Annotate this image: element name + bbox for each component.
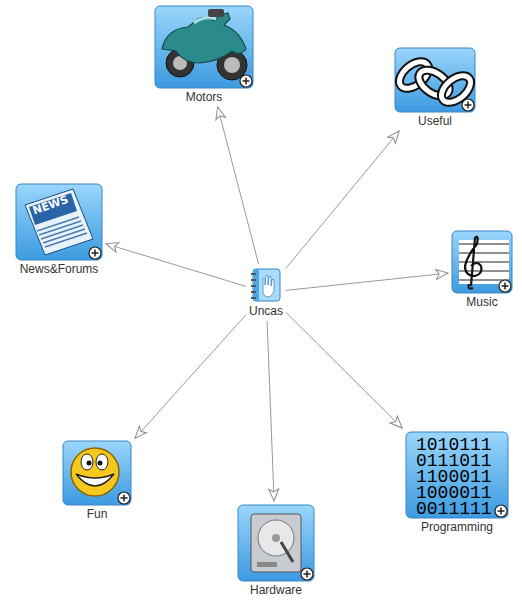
- arrow-connector: [267, 321, 274, 501]
- node-label: News&Forums: [20, 262, 99, 276]
- category-node: Hardware: [237, 504, 315, 597]
- binary-digits: 1010111 0111011 1100011 1000011 0011111: [416, 437, 496, 517]
- category-icon: [394, 47, 476, 113]
- arrow-connector: [286, 312, 402, 428]
- category-icon: [237, 504, 315, 582]
- category-node: Uncas: [249, 267, 283, 318]
- category-node: Music: [451, 230, 513, 309]
- category-icon: [250, 267, 282, 303]
- category-node: Motors: [154, 5, 254, 104]
- arrow-connector: [286, 273, 448, 290]
- node-label: Motors: [186, 90, 223, 104]
- arrow-connector: [218, 107, 259, 264]
- node-label: Programming: [421, 520, 493, 534]
- category-node: Fun: [62, 440, 132, 521]
- category-icon: [62, 440, 132, 506]
- node-label: Hardware: [250, 583, 302, 597]
- category-icon: [451, 230, 513, 294]
- node-label: Music: [466, 295, 497, 309]
- node-label: Fun: [87, 507, 108, 521]
- arrow-connector: [135, 315, 246, 438]
- node-label: Uncas: [249, 304, 283, 318]
- arrow-connector: [286, 131, 399, 268]
- category-node: Useful: [394, 47, 476, 128]
- node-label: Useful: [418, 114, 452, 128]
- category-icon: [154, 5, 254, 89]
- arrow-connector: [106, 244, 246, 287]
